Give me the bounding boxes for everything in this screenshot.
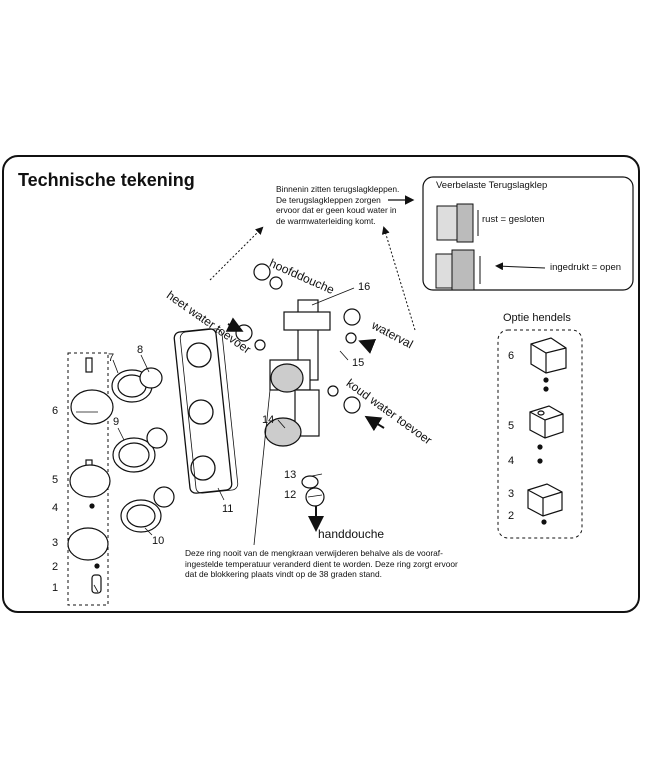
part-number-16: 16 [358, 281, 371, 293]
part-number-10: 10 [152, 535, 165, 547]
part-number-11: 11 [222, 503, 234, 515]
part-number-6: 6 [52, 405, 59, 417]
part-number-5: 5 [52, 474, 59, 486]
part-number-13: 13 [284, 469, 297, 481]
option-number-4: 4 [508, 455, 515, 467]
dotted-arrow-left [209, 226, 264, 281]
option-handles [527, 337, 567, 525]
cover-plate [173, 328, 239, 494]
waterval-arrow [358, 339, 377, 354]
ring-note: Deze ring nooit van de mengkraan verwijd… [185, 548, 458, 580]
part-number-2: 2 [52, 561, 59, 573]
valve-body [235, 263, 361, 507]
note-line: ervoor dat er geen koud water in [276, 205, 397, 215]
part-number-15: 15 [352, 357, 365, 369]
part-number-3: 3 [52, 537, 59, 549]
valve-closed-drawing [436, 203, 479, 243]
page-title: Technische tekening [18, 170, 195, 190]
leader-lines [76, 287, 355, 593]
part-number-9: 9 [113, 416, 120, 428]
cold-water-arrow [364, 415, 385, 432]
note-line: De terugslagkleppen zorgen [276, 194, 381, 205]
valve-open-drawing [435, 249, 481, 291]
label-optie-hendels: Optie hendels [503, 312, 571, 324]
push-arrow [495, 262, 546, 271]
part-number-14: 14 [262, 414, 275, 426]
drawing-frame [2, 155, 640, 613]
options-box [497, 329, 583, 539]
note-line: Binnenin zitten terugslagkleppen. [276, 184, 400, 194]
sleeves [111, 367, 175, 533]
dotted-arrow-right [381, 226, 416, 331]
inset-title: Veerbelaste Terugslagklep [436, 180, 548, 191]
handle-set-box [67, 352, 109, 606]
part-number-1: 1 [52, 582, 59, 594]
option-number-2: 2 [508, 510, 515, 522]
option-number-5: 5 [508, 420, 515, 432]
inset-state-closed: rust = gesloten [482, 214, 545, 225]
part-number-8: 8 [137, 344, 144, 356]
note-line: de warmwaterleiding komt. [276, 215, 376, 226]
note-line: dat de blokkering plaats vindt op de 38 … [185, 569, 382, 579]
part-number-12: 12 [284, 489, 297, 501]
check-valve-inset [422, 176, 634, 291]
note-line: ingestelde temperatuur veranderd dient t… [185, 558, 458, 569]
option-number-6: 6 [508, 350, 515, 362]
label-handdouche: handdouche [318, 527, 385, 541]
note-line: Deze ring nooit van de mengkraan verwijd… [185, 548, 443, 558]
handle-parts [67, 357, 114, 594]
option-number-3: 3 [508, 488, 515, 500]
inset-state-open: ingedrukt = open [550, 262, 622, 273]
part-number-4: 4 [52, 502, 59, 514]
check-valve-note: Binnenin zitten terugslagkleppen. De ter… [276, 184, 399, 226]
hot-water-arrow [225, 317, 244, 332]
part-number-7: 7 [108, 352, 115, 364]
